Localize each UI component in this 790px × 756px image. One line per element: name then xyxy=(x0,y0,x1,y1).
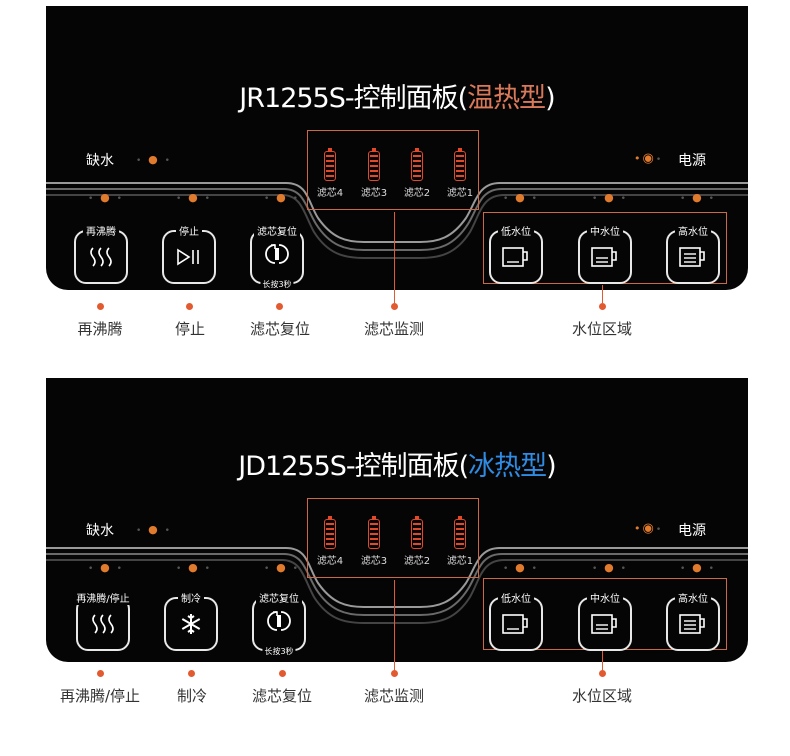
callout-line xyxy=(602,285,603,290)
panel-title: JR1255S-控制面板(温热型) xyxy=(239,83,555,114)
callout-dot xyxy=(186,303,193,310)
stop-button[interactable]: 停止 xyxy=(162,223,216,284)
callout-filter-reset: 滤芯复位 xyxy=(251,687,313,705)
battery-icon xyxy=(411,516,423,549)
filter-1-status: 滤芯1 xyxy=(440,148,480,199)
mid-level-indicator: • ● • xyxy=(592,561,628,574)
callout-filter-reset: 滤芯复位 xyxy=(249,320,311,338)
cup-mid-icon xyxy=(591,614,617,634)
battery-icon xyxy=(454,516,466,549)
high-level-indicator: • ● • xyxy=(680,191,716,204)
high-water-level-button[interactable]: 高水位 xyxy=(666,223,720,284)
power-indicator: •◉• xyxy=(634,151,664,166)
stop-indicator: • ● • xyxy=(176,191,212,204)
panel-title: JD1255S-控制面板(冰热型) xyxy=(238,451,556,482)
water-shortage-label: 缺水 xyxy=(86,523,114,539)
high-water-level-button[interactable]: 高水位 xyxy=(666,590,720,651)
battery-icon xyxy=(454,148,466,181)
filter-3-status: 滤芯3 xyxy=(354,516,394,567)
filter-4-status: 滤芯4 xyxy=(310,148,350,199)
low-level-indicator: • ● • xyxy=(503,191,539,204)
callout-line xyxy=(394,662,395,672)
callout-line xyxy=(394,580,395,662)
steam-icon xyxy=(92,614,114,634)
callout-dot xyxy=(391,303,398,310)
battery-icon xyxy=(324,148,336,181)
callout-filter-monitor: 滤芯监测 xyxy=(363,320,425,338)
control-panel-warm: JR1255S-控制面板(温热型) 缺水 • ● • 电源 •◉• • ● • … xyxy=(46,6,748,290)
filter-reset-indicator: • ● • xyxy=(264,191,300,204)
filter-1-status: 滤芯1 xyxy=(440,516,480,567)
callout-dot xyxy=(279,670,286,677)
water-shortage-indicator: • ● • xyxy=(136,523,172,536)
power-label: 电源 xyxy=(678,153,706,169)
high-level-indicator: • ● • xyxy=(680,561,716,574)
callout-dot xyxy=(97,670,104,677)
callout-line xyxy=(602,290,603,303)
filter-reset-icon xyxy=(267,611,291,631)
cup-low-icon xyxy=(502,247,528,267)
filter-2-status: 滤芯2 xyxy=(397,148,437,199)
mid-water-level-button[interactable]: 中水位 xyxy=(578,223,632,284)
filter-reset-button[interactable]: 滤芯复位 长按3秒 xyxy=(252,590,306,657)
callout-line xyxy=(602,662,603,672)
filter-monitor-area: 滤芯4 滤芯3 滤芯2 滤芯1 xyxy=(307,498,479,578)
filter-4-status: 滤芯4 xyxy=(310,516,350,567)
callout-water-level: 水位区域 xyxy=(571,320,633,338)
callout-dot xyxy=(97,303,104,310)
callout-dot xyxy=(276,303,283,310)
reboil-stop-button[interactable]: 再沸腾/停止 xyxy=(73,590,133,651)
cup-high-icon xyxy=(679,614,705,634)
reboil-indicator: • ● • xyxy=(88,561,124,574)
cup-mid-icon xyxy=(591,247,617,267)
callout-cooling: 制冷 xyxy=(176,687,208,705)
cup-high-icon xyxy=(679,247,705,267)
battery-icon xyxy=(368,516,380,549)
water-shortage-indicator: • ● • xyxy=(136,153,172,166)
callout-water-level: 水位区域 xyxy=(571,687,633,705)
callout-dot xyxy=(599,303,606,310)
snowflake-icon xyxy=(181,614,201,634)
callout-reboil: 再沸腾 xyxy=(77,320,123,338)
battery-icon xyxy=(368,148,380,181)
battery-icon xyxy=(324,516,336,549)
callout-reboil-stop: 再沸腾/停止 xyxy=(59,687,141,705)
callout-stop: 停止 xyxy=(174,320,206,338)
power-label: 电源 xyxy=(678,523,706,539)
control-panel-cold: JD1255S-控制面板(冰热型) 缺水 • ● • 电源 •◉• • ● • … xyxy=(46,378,748,662)
filter-3-status: 滤芯3 xyxy=(354,148,394,199)
cup-low-icon xyxy=(502,614,528,634)
cooling-button[interactable]: 制冷 xyxy=(164,590,218,651)
low-water-level-button[interactable]: 低水位 xyxy=(489,590,543,651)
mid-level-indicator: • ● • xyxy=(592,191,628,204)
mid-water-level-button[interactable]: 中水位 xyxy=(578,590,632,651)
callout-dot xyxy=(391,670,398,677)
callout-line xyxy=(394,212,395,290)
reboil-button[interactable]: 再沸腾 xyxy=(74,223,128,284)
callout-line xyxy=(394,290,395,303)
steam-icon xyxy=(90,247,112,267)
filter-2-status: 滤芯2 xyxy=(397,516,437,567)
power-indicator: •◉• xyxy=(634,521,664,536)
callout-dot xyxy=(188,670,195,677)
battery-icon xyxy=(411,148,423,181)
callout-filter-monitor: 滤芯监测 xyxy=(363,687,425,705)
cooling-indicator: • ● • xyxy=(176,561,212,574)
reboil-indicator: • ● • xyxy=(88,191,124,204)
callout-line xyxy=(602,651,603,662)
water-shortage-label: 缺水 xyxy=(86,153,114,169)
low-water-level-button[interactable]: 低水位 xyxy=(489,223,543,284)
callout-dot xyxy=(599,670,606,677)
play-pause-icon xyxy=(177,248,199,266)
filter-reset-button[interactable]: 滤芯复位 长按3秒 xyxy=(250,223,304,290)
filter-reset-indicator: • ● • xyxy=(264,561,300,574)
low-level-indicator: • ● • xyxy=(503,561,539,574)
filter-monitor-area: 滤芯4 滤芯3 滤芯2 滤芯1 xyxy=(307,130,479,210)
filter-reset-icon xyxy=(265,244,289,264)
